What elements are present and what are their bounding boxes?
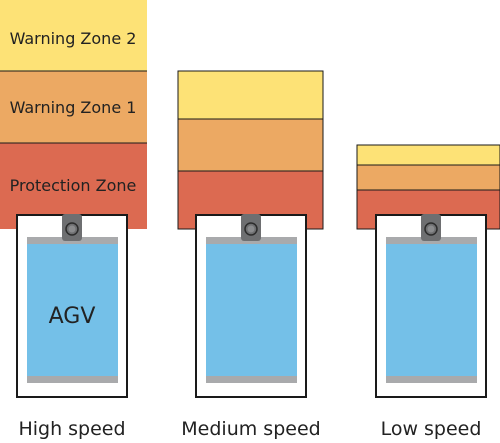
low-speed-group: Low speed — [356, 144, 500, 440]
agv-body-high — [27, 237, 118, 383]
warning-zone-1-label: Warning Zone 1 — [10, 98, 137, 117]
warning-zone-2-high — [0, 0, 147, 71]
warning-zone-1-medium — [178, 119, 323, 171]
agv-bottom-bar-high — [27, 376, 118, 383]
agv-label: AGV — [49, 304, 96, 329]
agv-body-medium — [206, 237, 297, 383]
speed-label-medium: Medium speed — [181, 418, 320, 440]
agv-bottom-bar-low — [386, 376, 477, 383]
warning-zone-1-high — [0, 71, 147, 143]
laser-scanner-icon — [241, 214, 261, 241]
protection-zone-label: Protection Zone — [10, 176, 137, 195]
warning-zone-2-label: Warning Zone 2 — [10, 29, 137, 48]
laser-scanner-icon — [62, 214, 82, 241]
agv-bottom-bar-medium — [206, 376, 297, 383]
laser-scanner-icon — [421, 214, 441, 241]
warning-zone-2-medium — [178, 71, 323, 119]
warning-zone-2-low — [357, 145, 500, 165]
medium-speed-group: Medium speed — [177, 70, 324, 440]
warning-zone-1-low — [357, 165, 500, 190]
high-speed-group: Warning Zone 2 Warning Zone 1 Protection… — [0, 0, 147, 440]
speed-label-low: Low speed — [381, 418, 482, 440]
speed-label-high: High speed — [18, 418, 125, 440]
agv-body-low — [386, 237, 477, 383]
